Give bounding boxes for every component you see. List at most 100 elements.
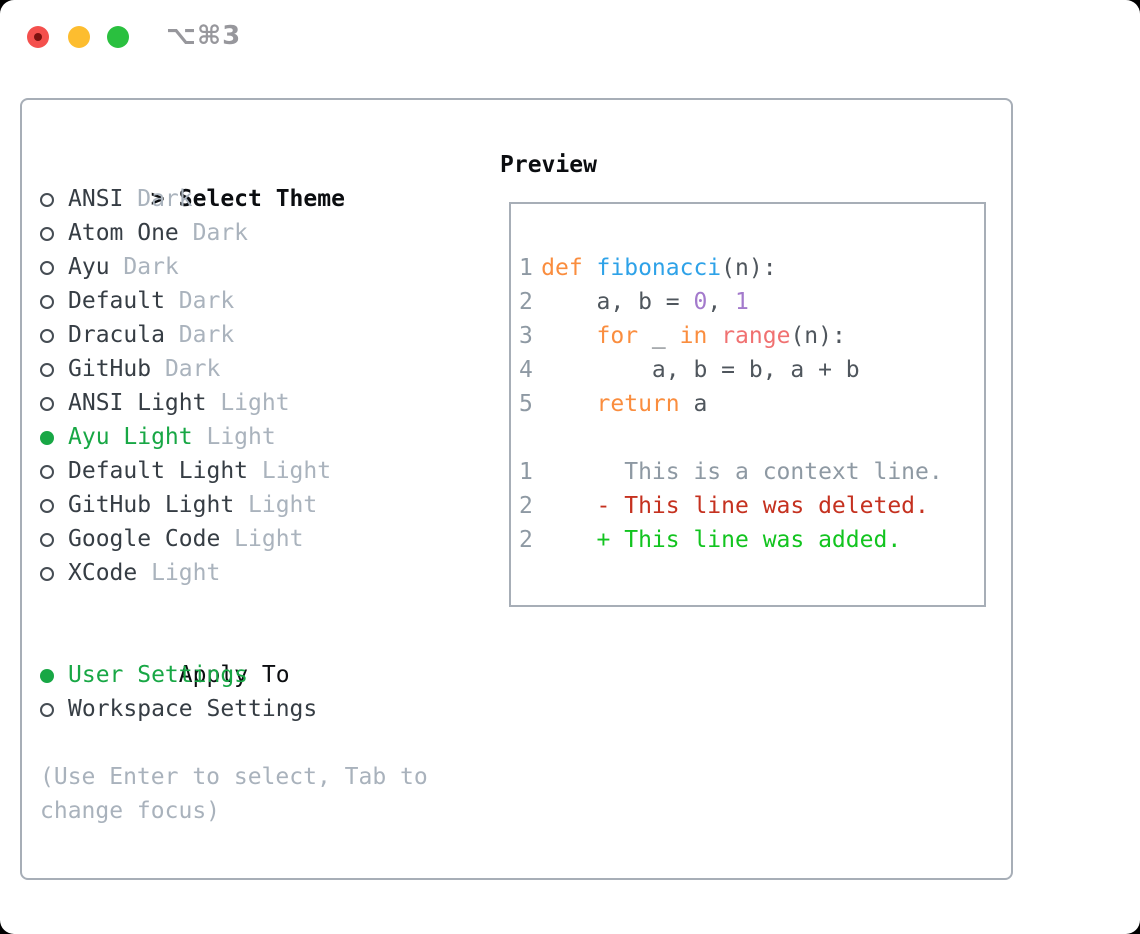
minimize-button[interactable] (68, 26, 90, 48)
theme-option-github-light[interactable]: GitHub Light Light (40, 488, 428, 522)
theme-variant-label: Dark (151, 356, 221, 382)
radio-marker (40, 488, 68, 522)
theme-variant-label: Dark (178, 220, 249, 246)
preview-header: Preview (500, 152, 597, 178)
radio-icon (40, 363, 54, 377)
radio-marker (40, 318, 68, 352)
radio-icon (40, 397, 54, 411)
theme-variant-label: Light (248, 458, 332, 484)
theme-option-label: XCode (68, 560, 138, 586)
radio-marker (40, 352, 68, 386)
code-segment: 1 (735, 289, 749, 315)
theme-option-default[interactable]: Default Dark (40, 284, 428, 318)
theme-option-label: ANSI Light (68, 390, 207, 416)
theme-option-github[interactable]: GitHub Dark (40, 352, 428, 386)
code-segment (541, 391, 596, 417)
diff-line-ctx: 1 This is a context line. (519, 455, 978, 489)
code-segment: for (596, 323, 639, 349)
radio-marker (40, 284, 68, 318)
radio-icon (40, 567, 54, 581)
code-segment: - This line was deleted. (541, 493, 929, 519)
theme-variant-label: Dark (164, 322, 235, 348)
theme-option-label: Google Code (68, 526, 221, 552)
radio-selected-icon (40, 669, 54, 683)
code-segment: a, b = b, a + b (541, 357, 860, 383)
theme-option-ansi-light[interactable]: ANSI Light Light (40, 386, 428, 420)
theme-option-label: ANSI (68, 186, 124, 212)
hint-line-2: change focus) (40, 798, 221, 824)
code-segment: range (721, 323, 791, 349)
apply-option-workspace-settings[interactable]: Workspace Settings (40, 692, 428, 726)
radio-selected-icon (40, 431, 54, 445)
theme-option-dracula[interactable]: Dracula Dark (40, 318, 428, 352)
apply-option-user-settings[interactable]: User Settings (40, 658, 428, 692)
radio-icon (40, 227, 54, 241)
window-shortcut-label: ⌥⌘3 (166, 21, 242, 51)
spacer (40, 590, 428, 624)
theme-variant-label: Dark (123, 186, 193, 212)
hint-line-1: (Use Enter to select, Tab to (40, 764, 428, 790)
code-segment: + This line was added. (541, 527, 902, 553)
radio-marker (40, 420, 68, 454)
code-segment: 0 (693, 289, 708, 315)
theme-option-default-light[interactable]: Default Light Light (40, 454, 428, 488)
blank-line (519, 421, 978, 455)
theme-option-google-code[interactable]: Google Code Light (40, 522, 428, 556)
radio-icon (40, 499, 54, 513)
line-number: 2 (519, 493, 533, 519)
radio-icon (40, 533, 54, 547)
radio-marker (40, 556, 68, 590)
code-segment (541, 323, 596, 349)
spacer (40, 726, 428, 760)
radio-icon (40, 261, 54, 275)
theme-option-label: GitHub (68, 356, 152, 382)
code-line: 2 a, b = 0, 1 (519, 285, 978, 319)
theme-option-ayu[interactable]: Ayu Dark (40, 250, 428, 284)
theme-variant-label: Dark (164, 288, 235, 314)
code-segment: def (541, 255, 597, 281)
theme-option-ayu-light[interactable]: Ayu Light Light (40, 420, 428, 454)
apply-to-header-row: Apply To (40, 624, 428, 688)
line-number: 1 (519, 459, 533, 485)
line-number: 2 (519, 289, 533, 315)
theme-variant-label: Light (137, 560, 221, 586)
theme-option-atom-one[interactable]: Atom One Dark (40, 216, 428, 250)
code-segment: , (707, 289, 736, 315)
zoom-button[interactable] (107, 26, 129, 48)
theme-variant-label: Light (220, 526, 304, 552)
select-theme-header: Select Theme (178, 186, 345, 212)
diff-line-add: 2 + This line was added. (519, 523, 978, 557)
code-segment: in (679, 323, 708, 349)
theme-variant-label: Light (234, 492, 318, 518)
radio-marker (40, 522, 68, 556)
theme-option-xcode[interactable]: XCode Light (40, 556, 428, 590)
theme-option-label: Ayu (68, 254, 110, 280)
radio-icon (40, 193, 54, 207)
code-line: 5 return a (519, 387, 978, 421)
radio-marker (40, 386, 68, 420)
theme-option-label: Default (68, 288, 165, 314)
theme-option-label: GitHub Light (68, 492, 235, 518)
line-number: 4 (519, 357, 533, 383)
radio-icon (40, 465, 54, 479)
radio-icon (40, 703, 54, 717)
code-line: 3 for _ in range(n): (519, 319, 978, 353)
theme-option-ansi[interactable]: ANSI Dark (40, 182, 428, 216)
apply-to-header: Apply To (178, 662, 290, 688)
line-number: 5 (519, 391, 533, 417)
line-number: 2 (519, 527, 533, 553)
code-segment: This is a context line. (541, 459, 943, 485)
apply-option-label: Workspace Settings (68, 696, 318, 722)
radio-icon (40, 329, 54, 343)
close-button[interactable] (27, 26, 49, 48)
theme-option-label: Ayu Light (68, 424, 193, 450)
theme-variant-label: Dark (109, 254, 179, 280)
radio-marker (40, 692, 68, 726)
radio-marker (40, 658, 68, 692)
